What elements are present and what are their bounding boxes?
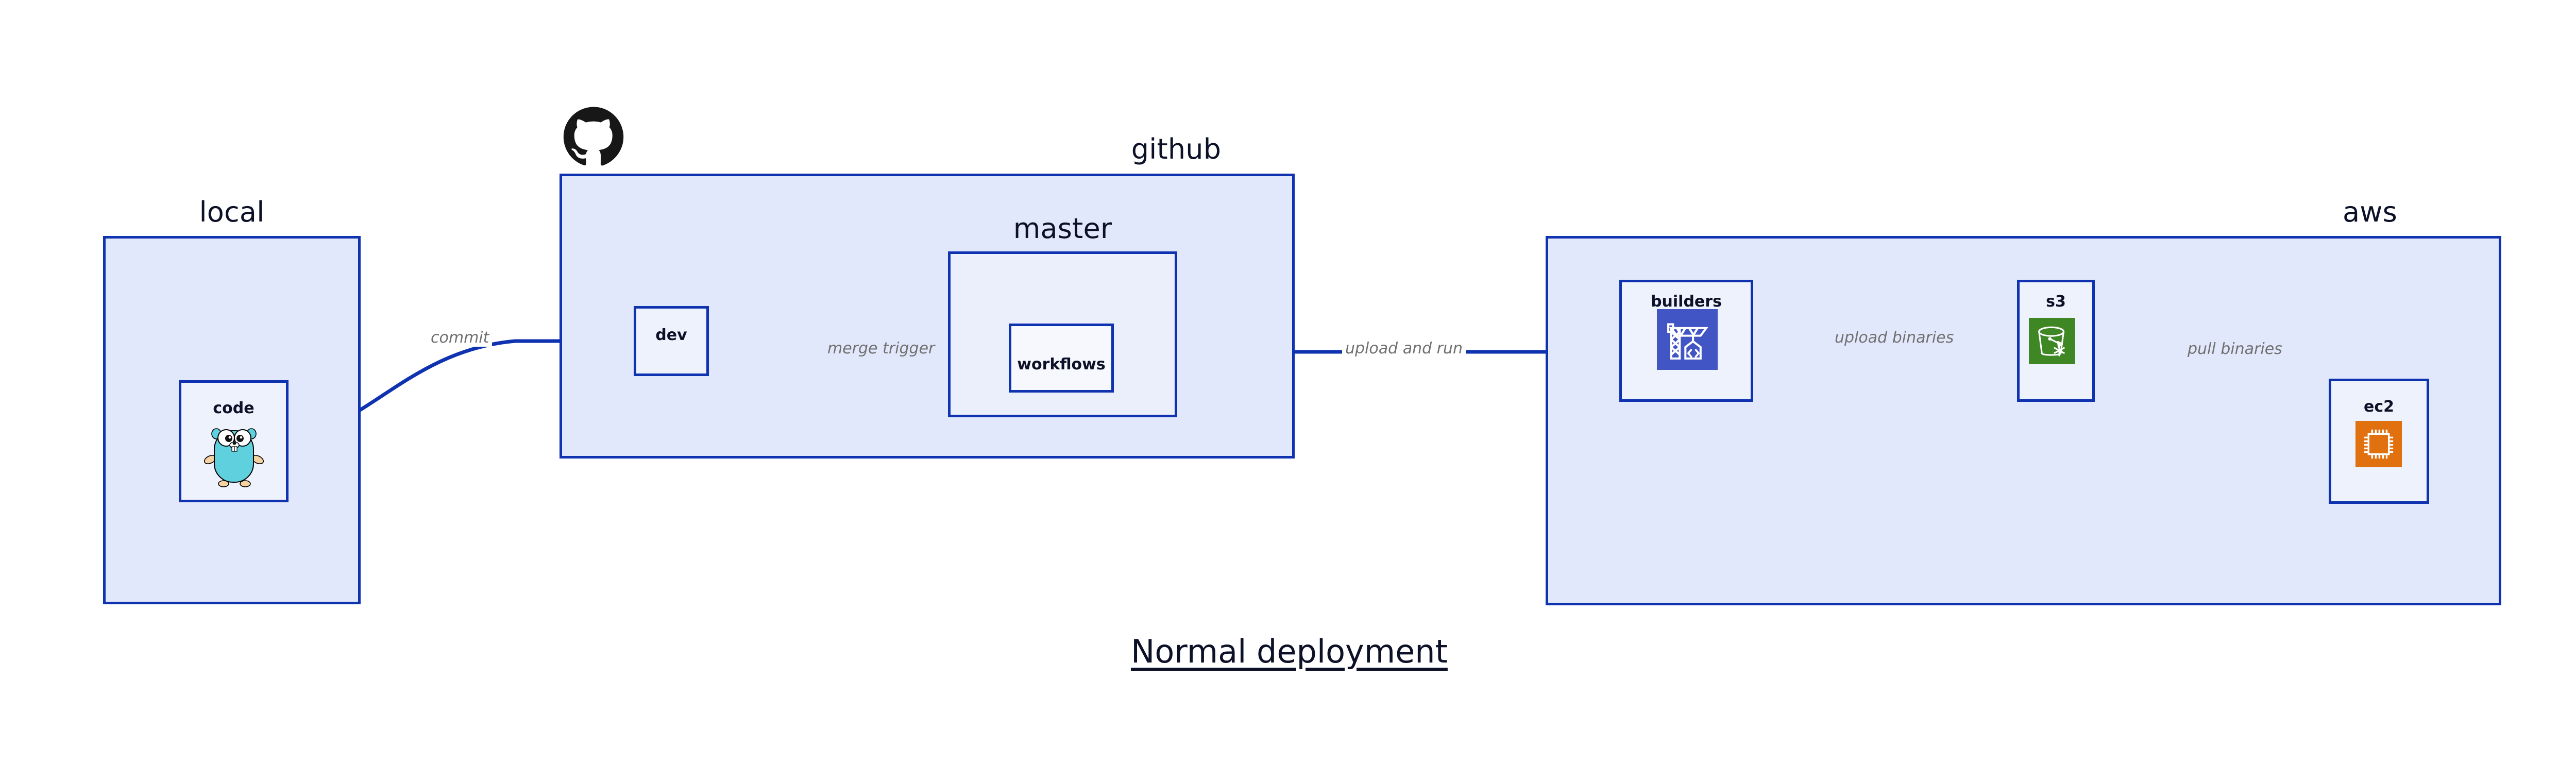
edge-label-upload-binaries: upload binaries	[1832, 329, 1957, 347]
node-label-s3: s3	[2046, 293, 2066, 311]
aws-ec2-chip-icon	[2355, 421, 2402, 467]
node-workflows[interactable]	[1009, 324, 1114, 393]
group-label-github: github	[1131, 133, 1222, 165]
node-dev[interactable]	[634, 306, 709, 376]
group-label-local: local	[199, 196, 265, 228]
group-label-aws: aws	[2343, 196, 2397, 228]
aws-s3-bucket-icon	[2029, 318, 2075, 364]
group-label-master: master	[1013, 212, 1112, 245]
go-gopher-icon	[204, 428, 264, 487]
edge-label-commit: commit	[428, 329, 493, 347]
edge-label-pull-binaries: pull binaries	[2184, 340, 2285, 358]
node-label-code: code	[213, 399, 255, 417]
edge-label-merge-trigger: merge trigger	[824, 339, 938, 358]
aws-codebuild-icon	[1657, 309, 1718, 370]
node-label-workflows: workflows	[1017, 355, 1106, 373]
octocat-logo	[563, 107, 624, 166]
diagram-title: Normal deployment	[1131, 633, 1448, 670]
node-label-ec2: ec2	[2363, 398, 2394, 416]
node-label-builders: builders	[1651, 293, 1722, 311]
node-label-dev: dev	[655, 326, 687, 344]
edge-label-upload-and-run: upload and run	[1342, 339, 1466, 358]
